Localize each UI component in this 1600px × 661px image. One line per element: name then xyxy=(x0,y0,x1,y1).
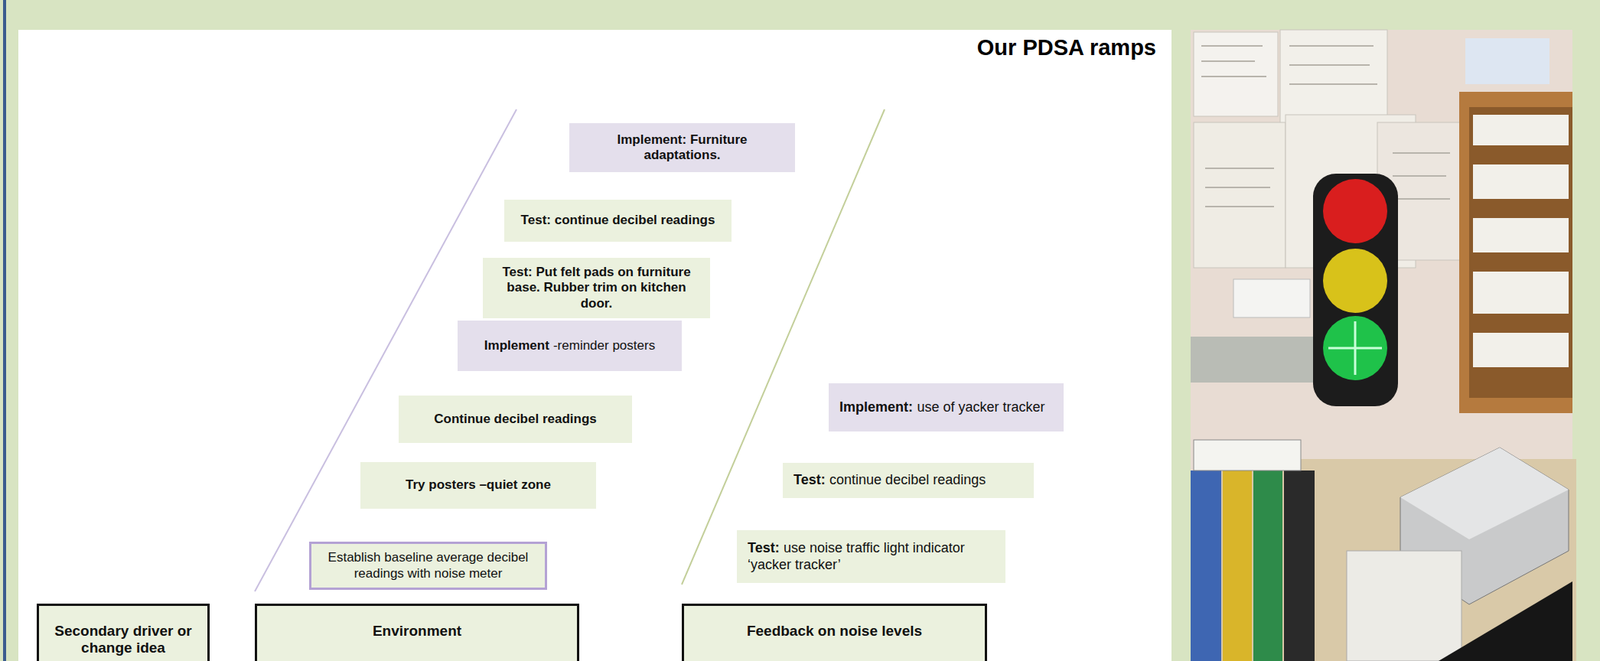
box-text: Continue decibel readings xyxy=(433,411,597,427)
ramp-line xyxy=(681,109,885,585)
box-heading: Implement xyxy=(484,338,550,353)
text-wrap: Test: Put felt pads on furniture base. R… xyxy=(482,260,711,316)
text-wrap: Test: continue decibel readings xyxy=(504,208,732,233)
white-panel xyxy=(18,29,1172,661)
test-box: Test:continue decibel readings xyxy=(782,462,1034,499)
test-box: Test:use noise traffic light indicator ‘… xyxy=(736,530,1006,584)
box-text: Try posters –quiet zone xyxy=(405,477,551,493)
text-wrap: Secondary driver or change idea xyxy=(39,606,208,661)
box-text: Environment xyxy=(372,622,462,639)
test-box: Test: Put felt pads on furniture base. R… xyxy=(482,257,711,319)
text-wrap: Environment xyxy=(257,606,577,645)
text-wrap: Implement: Furniture adaptations. xyxy=(569,127,796,168)
text-wrap: Test:continue decibel readings xyxy=(782,467,1034,493)
driver-header: Secondary driver or change idea xyxy=(36,603,210,661)
text-wrap: Implement:use of yacker tracker xyxy=(828,394,1064,421)
driver-box: Feedback on noise levels xyxy=(681,603,988,661)
box-text: Test: Put felt pads on furniture base. R… xyxy=(501,264,691,310)
test-box: Test: continue decibel readings xyxy=(504,199,732,242)
text-wrap: Test:use noise traffic light indicator ‘… xyxy=(736,535,1006,577)
box-text: -reminder posters xyxy=(553,338,655,353)
slide-title: Our PDSA ramps xyxy=(977,35,1157,61)
text-wrap: Feedback on noise levels xyxy=(684,606,985,645)
box-heading: Test: xyxy=(793,472,826,488)
test-box: Try posters –quiet zone xyxy=(360,462,597,509)
box-heading: Test: xyxy=(747,540,780,556)
box-text: Test: continue decibel readings xyxy=(521,212,716,228)
box-text: Establish baseline average decibel readi… xyxy=(328,550,529,581)
box-heading: Implement: xyxy=(839,399,913,415)
left-border xyxy=(3,0,7,661)
driver-box: Environment xyxy=(254,603,580,661)
box-text: Implement: Furniture adaptations. xyxy=(616,132,747,163)
implement-box: Implement-reminder posters xyxy=(457,320,682,372)
box-text: continue decibel readings xyxy=(829,472,986,488)
test-box: Continue decibel readings xyxy=(398,395,633,444)
implement-box: Implement:use of yacker tracker xyxy=(828,383,1064,432)
baseline-box: Establish baseline average decibel readi… xyxy=(309,541,548,590)
implement-box: Implement: Furniture adaptations. xyxy=(569,123,796,173)
box-text: use of yacker tracker xyxy=(916,399,1045,415)
office-photo xyxy=(1190,29,1577,661)
text-wrap: Implement-reminder posters xyxy=(457,333,682,359)
box-text: Secondary driver or change idea xyxy=(54,622,193,656)
box-text: Feedback on noise levels xyxy=(746,622,923,639)
box-text: use noise traffic light indicator ‘yacke… xyxy=(747,540,965,572)
text-wrap: Try posters –quiet zone xyxy=(360,472,597,498)
text-wrap: Continue decibel readings xyxy=(398,407,633,432)
text-wrap: Establish baseline average decibel readi… xyxy=(311,545,545,586)
